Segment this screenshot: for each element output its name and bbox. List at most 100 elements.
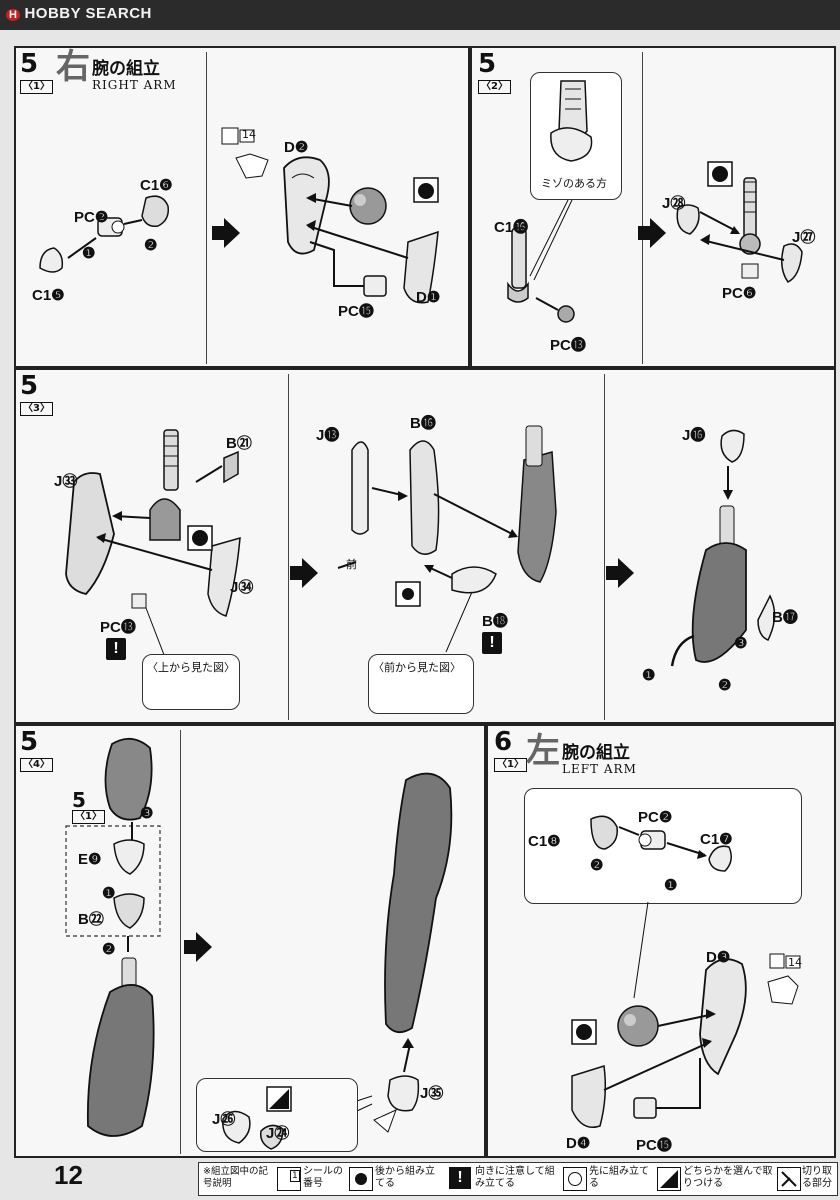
sub-step: 〈4〉 bbox=[20, 758, 53, 772]
detail-callout: ミゾのある方 bbox=[530, 72, 622, 200]
part-label: PC⓯ bbox=[636, 1137, 672, 1154]
sub-step: 〈3〉 bbox=[20, 402, 53, 416]
part-label: J㉔ bbox=[266, 1125, 290, 1142]
part-label: C1❼ bbox=[700, 831, 733, 848]
caution-icon: ! bbox=[106, 638, 126, 660]
part-label: J⓭ bbox=[316, 427, 340, 444]
callout-text: ミゾのある方 bbox=[541, 177, 607, 190]
next-step-arrow-icon bbox=[606, 558, 634, 588]
ref-sub-step: 〈1〉 bbox=[72, 810, 105, 824]
caution-icon: ! bbox=[449, 1167, 471, 1189]
front-direction-mark: 前 bbox=[346, 558, 357, 571]
step-number: 5 bbox=[478, 49, 497, 79]
part-label: PC❷ bbox=[638, 809, 673, 826]
legend-text: 切り取る部分 bbox=[802, 1166, 832, 1189]
part-label: PC❷ bbox=[74, 209, 109, 226]
panel-divider bbox=[642, 52, 643, 364]
part-label: J㉗ bbox=[792, 229, 816, 246]
part-label: C1⓰ bbox=[494, 219, 529, 236]
step-5-3-drawing bbox=[65, 425, 776, 667]
part-label: C1❺ bbox=[32, 287, 65, 304]
sequence-mark: ❷ bbox=[718, 677, 732, 694]
choose-icon bbox=[657, 1167, 681, 1191]
next-step-arrow-icon bbox=[212, 218, 240, 248]
symbol-legend: ※組立図中の記号説明 1 シールの番号 後から組み立てる ! 向きに注意して組み… bbox=[198, 1162, 838, 1196]
seal-number: 14 bbox=[788, 956, 802, 969]
part-label: J㉟ bbox=[420, 1085, 444, 1102]
part-label: B⓲ bbox=[482, 613, 508, 630]
part-label: J⓰ bbox=[682, 427, 706, 444]
step-5-3-panel: 5 〈3〉 bbox=[14, 368, 836, 724]
sequence-mark: ❶ bbox=[82, 245, 96, 262]
part-label: J㉖ bbox=[212, 1111, 236, 1128]
part-label: B㉑ bbox=[226, 435, 252, 452]
step-5-1-drawing bbox=[39, 127, 439, 304]
panel-divider bbox=[180, 730, 181, 1154]
elbow-parts-drawing bbox=[590, 815, 732, 872]
legend-text: 向きに注意して組み立てる bbox=[475, 1166, 555, 1189]
side-kanji: 左 bbox=[526, 731, 560, 771]
step-6-1-panel: 6 〈1〉 左 腕の組立 LEFT ARM C1❽ PC❷ C1❼ ❷ ❶ bbox=[486, 724, 836, 1158]
part-label: PC⓯ bbox=[338, 303, 374, 320]
sequence-mark: ❶ bbox=[664, 877, 678, 894]
legend-text: シールの番号 bbox=[303, 1166, 343, 1189]
sequence-mark: ❷ bbox=[102, 941, 116, 958]
legend-text: どちらかを選んで取りつける bbox=[683, 1166, 773, 1189]
part-label: PC⓭ bbox=[550, 337, 586, 354]
first-assemble-icon bbox=[563, 1167, 587, 1191]
panel-divider bbox=[604, 374, 605, 720]
part-label: PC❻ bbox=[722, 285, 757, 302]
part-label: J㉝ bbox=[54, 473, 78, 490]
part-label: D❶ bbox=[416, 289, 441, 306]
caution-icon: ! bbox=[482, 632, 502, 654]
step-5-4-drawing bbox=[65, 738, 453, 1137]
legend-title: ※組立図中の記号説明 bbox=[203, 1166, 268, 1189]
part-label: B⓱ bbox=[772, 609, 798, 626]
step-number: 5 bbox=[20, 727, 39, 757]
part-label: E❾ bbox=[78, 851, 102, 868]
part-label: D❸ bbox=[706, 949, 731, 966]
part-label: D❹ bbox=[566, 1135, 591, 1152]
callout-text: 〈前から見た図〉 bbox=[373, 661, 461, 674]
manual-page: 5 〈1〉 右 腕の組立 RIGHT ARM bbox=[0, 30, 840, 1200]
page-number: 12 bbox=[54, 1160, 83, 1190]
part-label: PC⓭ bbox=[100, 619, 136, 636]
panel-divider bbox=[206, 52, 207, 364]
sequence-mark: ❷ bbox=[590, 857, 604, 874]
step-number: 5 bbox=[20, 49, 39, 79]
step-number: 6 bbox=[494, 727, 513, 757]
part-label: B㉒ bbox=[78, 911, 104, 928]
step-5-2-panel: 5 〈2〉 ミゾのある方 bbox=[470, 46, 836, 368]
step-5-1-panel: 5 〈1〉 右 腕の組立 RIGHT ARM bbox=[14, 46, 470, 368]
part-label: J㉘ bbox=[662, 195, 686, 212]
elbow-detail-callout bbox=[524, 788, 802, 904]
seal-number: 14 bbox=[242, 128, 256, 141]
logo-badge-icon: H bbox=[6, 9, 21, 21]
sequence-mark: ❶ bbox=[642, 667, 656, 684]
ref-step-number: 5 bbox=[72, 788, 86, 812]
sequence-mark: ❸ bbox=[140, 805, 154, 822]
sequence-mark: ❶ bbox=[102, 885, 116, 902]
side-kanji: 右 bbox=[56, 47, 90, 87]
step-5-2-drawing bbox=[507, 161, 803, 323]
page-footer: 12 ※組立図中の記号説明 1 シールの番号 後から組み立てる ! 向きに注意し… bbox=[14, 1160, 838, 1196]
section-title-en: RIGHT ARM bbox=[92, 78, 177, 92]
part-label: J㉞ bbox=[230, 579, 254, 596]
upper-arm-detail-drawing bbox=[550, 80, 593, 162]
legend-text: 後から組み立てる bbox=[375, 1166, 435, 1189]
part-label: C1❻ bbox=[140, 177, 173, 194]
cut-icon bbox=[777, 1167, 801, 1191]
sub-step: 〈1〉 bbox=[20, 80, 53, 94]
step-number: 5 bbox=[20, 371, 39, 401]
next-step-arrow-icon bbox=[184, 932, 212, 962]
part-label: B⓰ bbox=[410, 415, 436, 432]
hand-choice-callout bbox=[196, 1078, 358, 1152]
step-6-1-drawing bbox=[571, 901, 801, 1128]
next-step-arrow-icon bbox=[290, 558, 318, 588]
sequence-mark: ❷ bbox=[144, 237, 158, 254]
step-5-4-panel: 5 〈4〉 bbox=[14, 724, 486, 1158]
sequence-mark: ❸ bbox=[734, 635, 748, 652]
section-title-en: LEFT ARM bbox=[562, 762, 637, 776]
